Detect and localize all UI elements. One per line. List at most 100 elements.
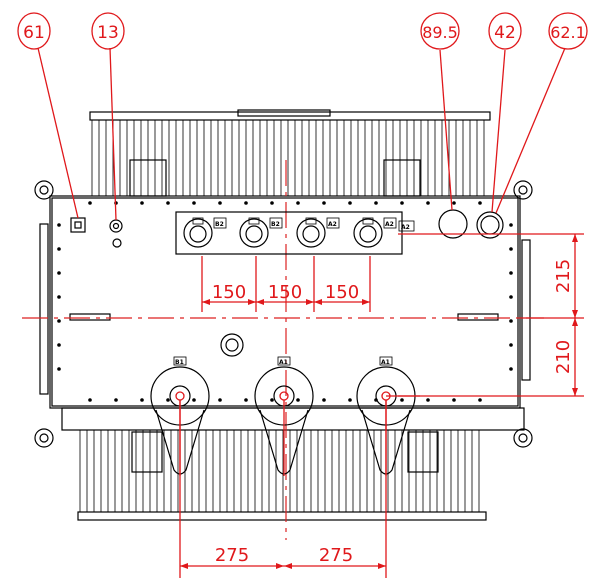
callout-leader-42 xyxy=(491,49,506,213)
radiator-bottom-rail xyxy=(77,511,487,521)
bolt-hole xyxy=(140,398,144,402)
dim-top-2: 150 xyxy=(268,282,302,303)
bolt-hole xyxy=(509,295,513,299)
lv-terminal-inner xyxy=(302,225,320,243)
bolt-hole xyxy=(57,247,61,251)
callout-leader-61 xyxy=(37,47,79,219)
callout-label-62-1: 62.1 xyxy=(550,23,586,42)
lifting-lugs xyxy=(34,180,533,448)
lv-terminal-label: A2 xyxy=(385,221,394,228)
hv-bushing-label-box xyxy=(277,356,291,366)
radiator-top-bracket xyxy=(237,109,331,117)
lug-top-left xyxy=(34,180,54,200)
callout-bubble-62-1 xyxy=(548,12,588,50)
lv-terminal-label: A2 xyxy=(328,221,337,228)
callout-bubble-61 xyxy=(17,12,51,50)
dim-arrows-right xyxy=(572,234,578,396)
bolt-hole xyxy=(296,201,300,205)
lv-end-label: A2 xyxy=(401,224,410,231)
device-13-inner xyxy=(112,222,120,230)
device-42 xyxy=(476,211,504,239)
lug-bottom-right-hole xyxy=(518,433,528,443)
bolt-hole xyxy=(270,201,274,205)
callout-bubble-89-5 xyxy=(420,12,460,50)
bolt-hole xyxy=(400,201,404,205)
callout-bubble-42 xyxy=(488,12,522,50)
bolt-hole xyxy=(426,201,430,205)
hv-bushing-label: B1 xyxy=(175,359,184,366)
hv-bushing-label: A1 xyxy=(381,359,390,366)
lv-terminal-inner xyxy=(359,225,377,243)
bolt-hole xyxy=(348,201,352,205)
lv-terminal-stud xyxy=(362,217,374,225)
dim-top-3: 150 xyxy=(325,282,359,303)
bracket-right xyxy=(383,159,421,197)
lug-top-left-hole xyxy=(39,185,49,195)
bolt-hole xyxy=(57,271,61,275)
lv-terminal-plate xyxy=(175,211,403,255)
lv-terminal-label: B2 xyxy=(271,221,280,228)
device-42-inner xyxy=(480,215,500,235)
bolt-hole xyxy=(322,201,326,205)
callout-leader-89-5 xyxy=(439,49,453,211)
hv-bushing-label-box xyxy=(173,356,187,366)
left-flange xyxy=(39,223,49,395)
dim-top-1: 150 xyxy=(212,282,246,303)
radiator-bottom xyxy=(77,430,487,521)
radiator-top-rail xyxy=(89,111,491,121)
lug-bottom-left-hole xyxy=(39,433,49,443)
bolt-hole xyxy=(166,201,170,205)
hv-bushing-label-box xyxy=(379,356,393,366)
bolt-hole xyxy=(478,201,482,205)
callout-leader-13 xyxy=(109,47,117,221)
lv-terminal-outer xyxy=(296,218,326,248)
device-61 xyxy=(70,217,86,233)
bolt-hole xyxy=(426,398,430,402)
bolt-hole xyxy=(244,398,248,402)
lv-terminal-stud xyxy=(248,217,260,225)
dim-right-upper: 215 xyxy=(553,259,574,293)
lv-terminal-label-box xyxy=(326,217,340,229)
lug-top-right-hole xyxy=(518,185,528,195)
foot-left xyxy=(131,431,163,473)
bracket-left xyxy=(129,159,167,197)
lv-terminal: A2 xyxy=(296,217,340,248)
lv-terminal-label-box xyxy=(269,217,283,229)
rating-plate-stud xyxy=(220,333,244,357)
hv-bushing: A1 xyxy=(254,356,314,476)
callouts: 61 13 89.5 42 62.1 xyxy=(17,12,588,221)
bolt-hole xyxy=(374,201,378,205)
lv-terminal-strip xyxy=(175,211,403,255)
dim-bottom-1: 275 xyxy=(215,545,249,566)
bolt-hole xyxy=(509,367,513,371)
bolt-hole xyxy=(509,343,513,347)
bolt-hole xyxy=(166,398,170,402)
bolt-hole xyxy=(114,398,118,402)
rating-plate-stud-inner xyxy=(225,338,239,352)
device-61-inner xyxy=(74,221,82,229)
bolt-hole xyxy=(322,398,326,402)
callout-leader-62-1 xyxy=(495,47,566,214)
lv-terminal-stud xyxy=(192,217,204,225)
bolt-hole xyxy=(57,367,61,371)
lv-terminal: A2 xyxy=(353,217,397,248)
lv-terminal-outer xyxy=(183,218,213,248)
lv-terminal-outer xyxy=(353,218,383,248)
bolt-hole xyxy=(478,398,482,402)
bolt-hole xyxy=(348,398,352,402)
lv-terminal-inner xyxy=(189,225,207,243)
callout-bubble-13 xyxy=(91,12,125,50)
bolt-hole xyxy=(509,319,513,323)
bolt-hole xyxy=(509,247,513,251)
lv-terminal-label: B2 xyxy=(215,221,224,228)
lv-terminal-stud xyxy=(305,217,317,225)
dim-bottom-2: 275 xyxy=(319,545,353,566)
bolt-hole xyxy=(400,398,404,402)
callout-label-13: 13 xyxy=(97,23,119,43)
slot-right xyxy=(457,313,499,321)
bolt-hole xyxy=(57,295,61,299)
bolt-hole xyxy=(57,343,61,347)
lv-terminal: B2 xyxy=(239,217,283,248)
bolt-hole xyxy=(218,201,222,205)
